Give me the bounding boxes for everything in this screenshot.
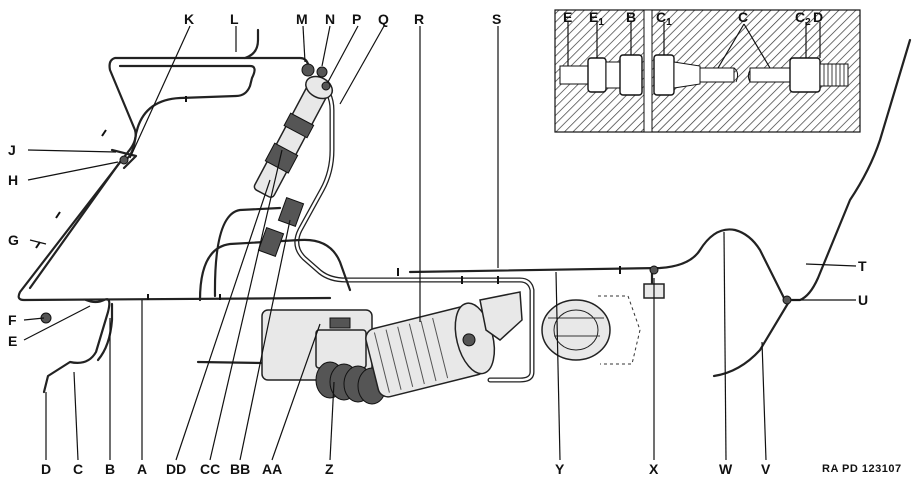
label-d: D (41, 461, 51, 477)
inset-label-d: D (813, 9, 823, 25)
fitting-u (782, 295, 792, 305)
master-cylinder (253, 75, 334, 198)
brake-assembly (541, 299, 611, 361)
label-p: P (352, 11, 361, 27)
tube-to-right (408, 38, 912, 302)
inset-label-e: E (563, 9, 572, 25)
inset-label-c1: C1 (656, 9, 672, 28)
label-u: U (858, 292, 868, 308)
label-v: V (761, 461, 771, 477)
inset-bulkhead-wall (643, 9, 653, 133)
pedal-pad-lower (257, 227, 285, 257)
inset-nut-b (619, 54, 643, 96)
label-aa: AA (262, 461, 282, 477)
fitting-jh (110, 148, 138, 170)
label-y: Y (555, 461, 565, 477)
frame-rail-2 (213, 206, 282, 298)
label-q: Q (378, 11, 389, 27)
inset-tube-left (559, 65, 591, 85)
label-n: N (325, 11, 335, 27)
inset-nut-c2 (789, 57, 821, 93)
inset-sleeve (673, 61, 701, 89)
electric-motor (365, 302, 496, 398)
inset-label-b: B (626, 9, 636, 25)
label-s: S (492, 11, 501, 27)
label-b: B (105, 461, 115, 477)
inset-union-b (605, 61, 621, 89)
mount-bracket (479, 291, 523, 341)
callout-labels: K L M N P Q R S J H G F E T U D C B A DD… (8, 11, 902, 477)
label-x: X (649, 461, 659, 477)
booster-housing (261, 309, 373, 381)
label-e: E (8, 333, 17, 349)
inset-label-c: C (738, 9, 748, 25)
left-tube-loop-inner (28, 64, 256, 290)
fitting-n (316, 66, 328, 78)
label-k: K (184, 11, 194, 27)
label-m: M (296, 11, 308, 27)
inset-thread-d (819, 63, 849, 87)
label-f: F (8, 312, 17, 328)
fitting-h (119, 155, 129, 165)
components (35, 63, 792, 405)
tube-lower-left-2 (96, 302, 114, 362)
inset-threads (823, 64, 845, 86)
inset-label-e1: E1 (589, 9, 604, 28)
label-t: T (858, 258, 867, 274)
label-z: Z (325, 461, 334, 477)
label-a: A (137, 461, 147, 477)
fitting-x (649, 265, 659, 275)
inset-detail: E E1 B C1 C C2 D (554, 9, 861, 133)
inset-tube-c-left (699, 67, 735, 83)
pedal-pad-upper (277, 197, 305, 227)
label-l: L (230, 11, 239, 27)
label-r: R (414, 11, 424, 27)
tube-near-l (243, 28, 260, 60)
main-tube-thick-inner (295, 78, 534, 382)
label-h: H (8, 172, 18, 188)
inset-label-c2: C2 (795, 9, 811, 28)
clip-marks (35, 96, 621, 300)
tube-lower-left (42, 298, 111, 394)
label-cc: CC (200, 461, 220, 477)
label-dd: DD (166, 461, 186, 477)
label-c: C (73, 461, 83, 477)
label-g: G (8, 232, 19, 248)
inset-tube-c-right (749, 67, 791, 83)
dashed-outline (598, 295, 641, 365)
figure-code: RA PD 123107 (822, 463, 902, 475)
bellows (315, 361, 387, 405)
inset-nut-c1 (653, 54, 675, 96)
fitting-m (301, 63, 315, 77)
fitting-p (321, 81, 331, 91)
label-w: W (719, 461, 733, 477)
label-j: J (8, 142, 16, 158)
leader-lines (23, 25, 857, 461)
label-bb: BB (230, 461, 250, 477)
tube-to-right-branch (712, 298, 792, 378)
inset-nut-e1 (587, 57, 607, 93)
